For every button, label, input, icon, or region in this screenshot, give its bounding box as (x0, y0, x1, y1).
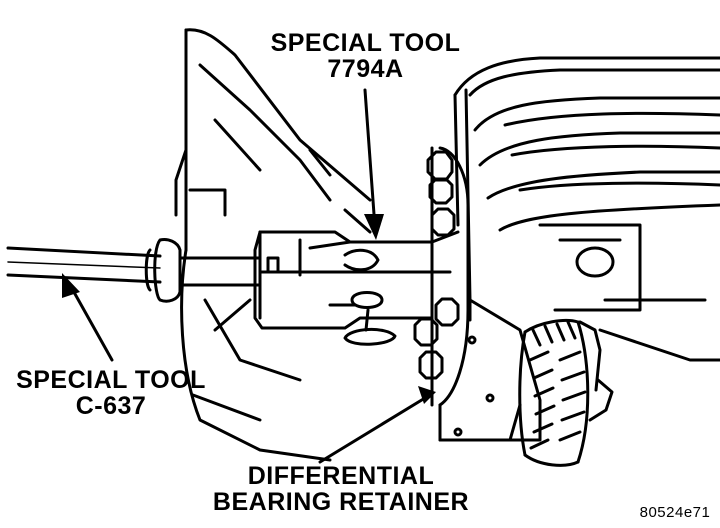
tool-c637-rod (6, 238, 262, 303)
retainer-flange (430, 146, 542, 442)
arrow-head-c637 (62, 273, 80, 298)
retainer-bolts (413, 150, 460, 380)
arrow-head-7794a (364, 214, 384, 240)
adjuster-wheel (518, 318, 614, 467)
label-c637-line2: C-637 (75, 392, 147, 421)
label-c637-line1: SPECIAL TOOL (16, 366, 206, 394)
label-special-tool-c637: SPECIAL TOOL C-637 (6, 367, 216, 420)
label-7794a-line2: 7794A (327, 55, 404, 84)
transmission-housing (174, 28, 372, 462)
leader-arrows (68, 88, 427, 464)
label-7794a-line1: SPECIAL TOOL (270, 29, 461, 57)
figure-code: 80524e71 (639, 504, 711, 521)
label-differential-bearing-retainer: DIFFERENTIAL BEARING RETAINER (210, 463, 472, 516)
label-special-tool-7794a: SPECIAL TOOL 7794A (263, 30, 468, 83)
arrow-head-retainer (418, 386, 436, 404)
tool-7794a-body (253, 230, 460, 346)
label-retainer-line1: DIFFERENTIAL (247, 462, 435, 490)
label-retainer-line2: BEARING RETAINER (212, 488, 470, 517)
